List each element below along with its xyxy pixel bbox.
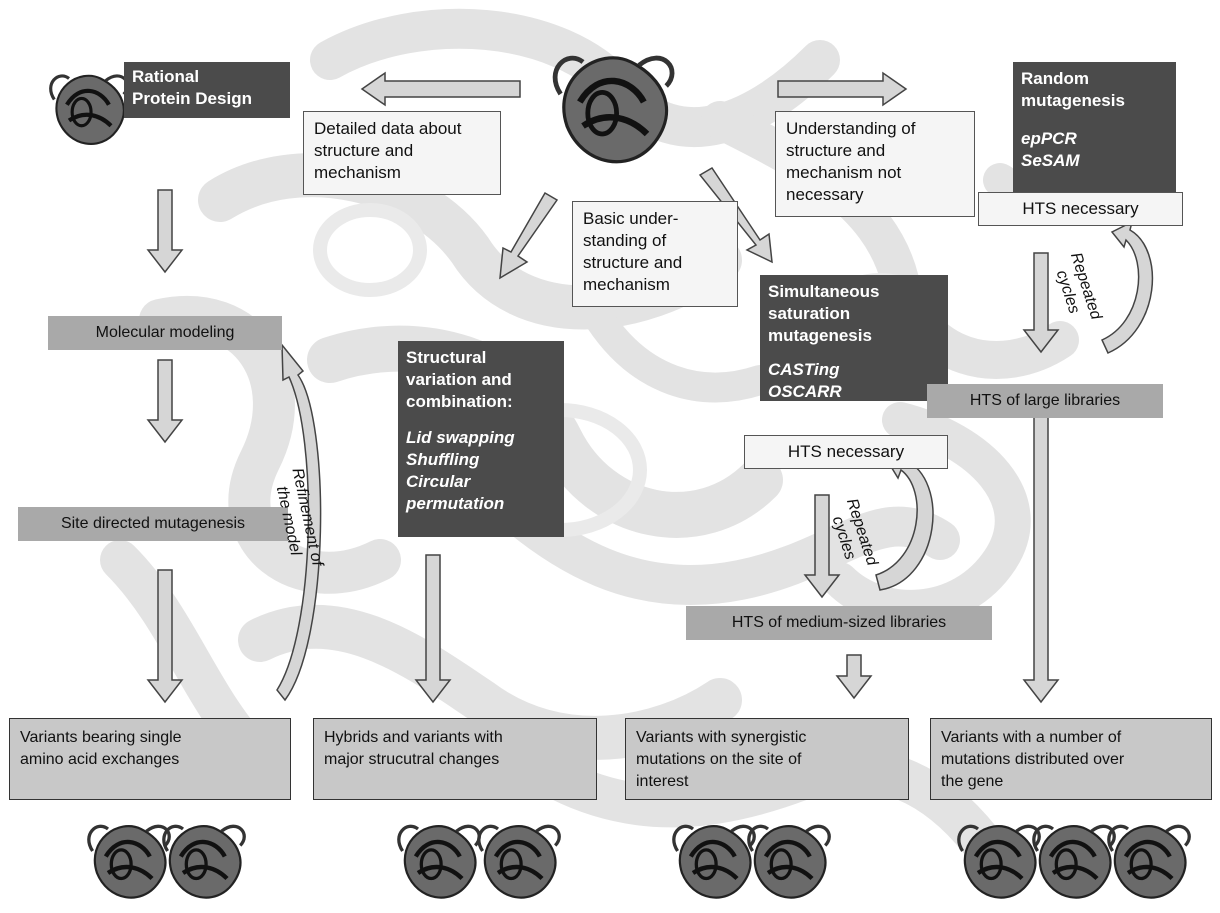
hts-medium-libraries-step: HTS of medium-sized libraries (686, 606, 992, 640)
protein-icon-bottom-6 (749, 826, 829, 897)
arrow-structural-to-results (414, 554, 452, 704)
protein-icon-bottom-7 (959, 826, 1039, 897)
hts-necessary-top: HTS necessary (978, 192, 1183, 226)
arrow-modeling-to-site (146, 359, 184, 444)
result-distributed: Variants with a number of mutations dist… (930, 718, 1212, 800)
repeated-cycles-arrow-right (1101, 220, 1154, 354)
arrow-medium-to-results (835, 654, 873, 700)
protein-icon-bottom-5 (674, 826, 754, 897)
arrow-large-to-results (1022, 411, 1060, 704)
saturation-title: Simultaneous saturation mutagenesis (768, 282, 880, 345)
random-mutagenesis-title: Random mutagenesis (1021, 69, 1125, 110)
arrow-left (360, 71, 521, 107)
arrow-sat-to-medium (803, 494, 841, 599)
result-hybrids: Hybrids and variants with major strucutr… (313, 718, 597, 800)
saturation-methods: CASTing OSCARR (768, 360, 842, 401)
repeated-cycles-arrow-middle (875, 450, 934, 591)
arrow-center-to-structural (499, 191, 559, 280)
arrow-design-to-modeling (146, 189, 184, 274)
arrow-site-to-results (146, 569, 184, 704)
protein-icon-bottom-9 (1109, 826, 1189, 897)
protein-icon-bottom-2 (164, 826, 244, 897)
protein-icon-bottom-3 (399, 826, 479, 897)
structural-methods: Lid swapping Shuffling Circular permutat… (406, 428, 515, 513)
hts-large-libraries-step: HTS of large libraries (927, 384, 1163, 418)
site-directed-mutagenesis-step: Site directed mutagenesis (18, 507, 288, 541)
protein-icon-bottom-1 (89, 826, 169, 897)
saturation-mutagenesis-box: Simultaneous saturation mutagenesis CAST… (760, 275, 948, 401)
result-synergistic: Variants with synergistic mutations on t… (625, 718, 909, 800)
arrow-hts-to-large (1022, 252, 1060, 354)
protein-icon-center (555, 58, 672, 162)
protein-icon-top-left (51, 76, 128, 144)
protein-icon-bottom-8 (1034, 826, 1114, 897)
molecular-modeling-step: Molecular modeling (48, 316, 282, 350)
random-mutagenesis-methods: epPCR SeSAM (1021, 129, 1080, 170)
result-single-exchanges: Variants bearing single amino acid excha… (9, 718, 291, 800)
protein-icon-bottom-4 (479, 826, 559, 897)
arrow-right (777, 71, 908, 107)
basic-understanding-box: Basic under- standing of structure and m… (572, 201, 738, 307)
understanding-not-necessary-box: Understanding of structure and mechanism… (775, 111, 975, 217)
structural-title: Structural variation and combination: (406, 348, 513, 411)
hts-necessary-middle: HTS necessary (744, 435, 948, 469)
structural-variation-box: Structural variation and combination: Li… (398, 341, 564, 537)
random-mutagenesis-box: Random mutagenesis epPCR SeSAM (1013, 62, 1176, 192)
refinement-curved-arrow (276, 342, 322, 702)
detailed-data-box: Detailed data about structure and mechan… (303, 111, 501, 195)
rational-protein-design-box: Rational Protein Design (124, 62, 290, 118)
